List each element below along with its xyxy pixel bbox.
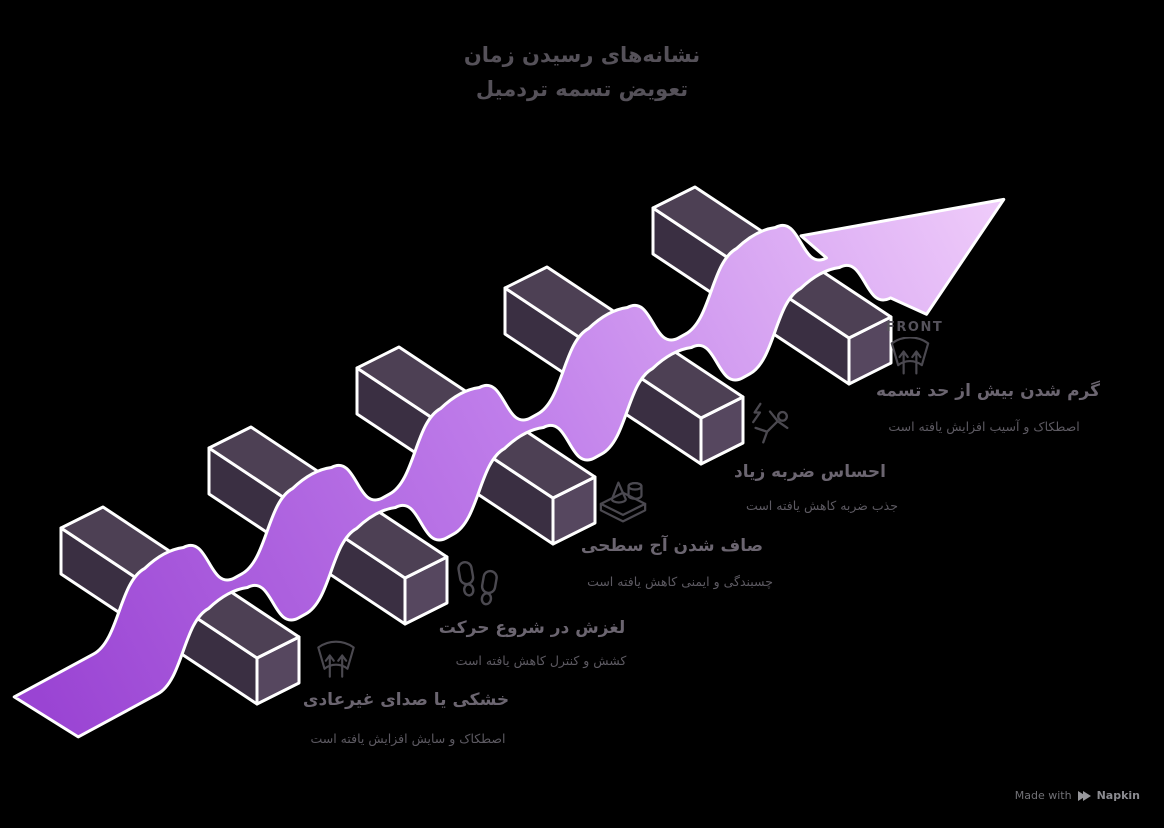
belt-ribbon-arrow (12, 197, 1006, 739)
made-with-napkin: Made with Napkin (1015, 789, 1140, 802)
page-title-line1: نشانه‌های رسیدن زمان (463, 43, 701, 67)
label-title-dry-noise: خشکی یا صدای غیرعادی (302, 690, 510, 710)
label-title-slipping: لغزش در شروع حرکت (438, 618, 626, 638)
page-title-line2: تعویض تسمه تردمیل (475, 77, 689, 101)
napkin-logo-icon (1077, 790, 1091, 801)
napkin-brand-text: Napkin (1096, 789, 1140, 802)
label-title-flat-tread: صاف شدن آج سطحی (580, 536, 764, 556)
label-sub-impact: جذب ضربه کاهش یافته است (746, 498, 898, 513)
label-sub-slipping: کشش و کنترل کاهش یافته است (455, 653, 627, 668)
surface-tread-icon (598, 478, 648, 526)
label-sub-flat-tread: چسبندگی و ایمنی کاهش یافته است (587, 574, 773, 589)
label-sub-overheat: اصطکاک و آسیب افزایش یافته است (888, 419, 1080, 434)
defrost-arrows-icon (313, 636, 359, 682)
footprints-icon (456, 558, 500, 608)
front-tag: FRONT (886, 320, 944, 335)
impact-person-icon (745, 399, 795, 451)
label-sub-dry-noise: اصطکاک و سایش افزایش یافته است (310, 731, 506, 746)
label-title-impact: احساس ضربه زیاد (733, 462, 887, 482)
made-with-text: Made with (1014, 789, 1072, 802)
page-title: نشانه‌های رسیدن زمان تعویض تسمه تردمیل (0, 38, 1164, 106)
defrost-arrows-icon (884, 337, 936, 377)
label-title-overheat: گرم شدن بیش از حد تسمه (876, 381, 1100, 401)
